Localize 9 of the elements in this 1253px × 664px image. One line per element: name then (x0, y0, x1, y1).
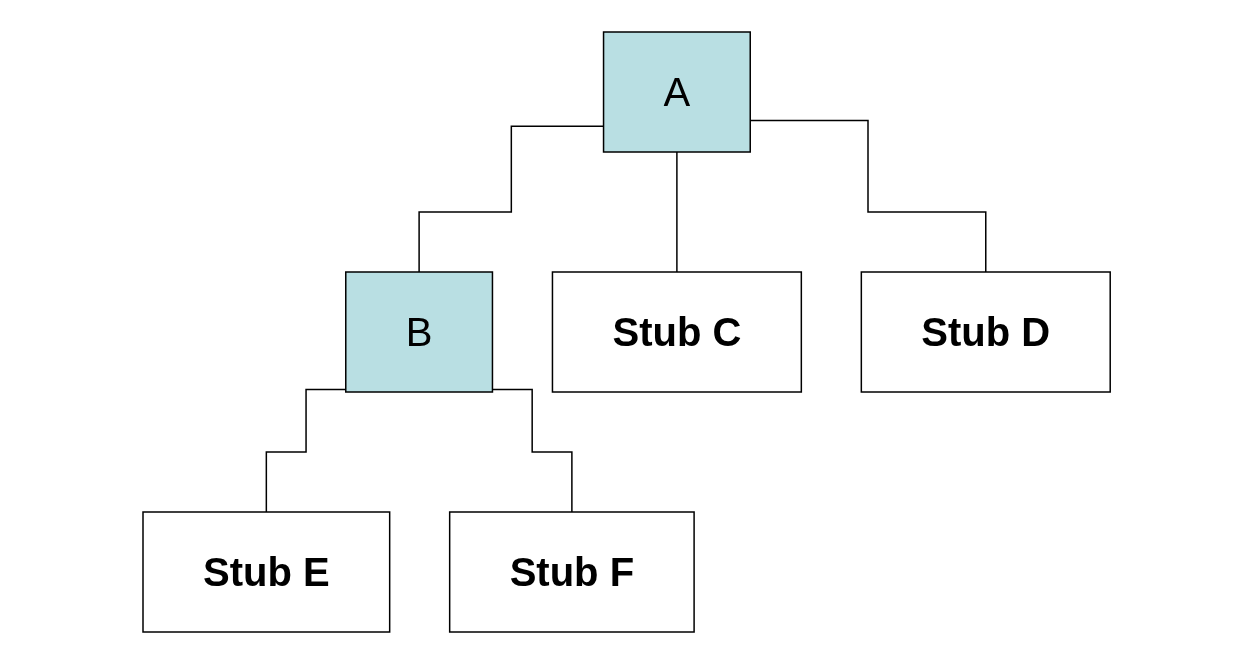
connector (265, 388, 347, 513)
connector (491, 388, 573, 513)
node-box: Stub F (448, 511, 695, 633)
node-box: Stub D (860, 271, 1111, 393)
node-box: A (602, 31, 751, 153)
node-box: Stub C (551, 271, 802, 393)
connector (676, 151, 678, 273)
node-box: Stub E (142, 511, 391, 633)
node-box: B (344, 271, 494, 393)
